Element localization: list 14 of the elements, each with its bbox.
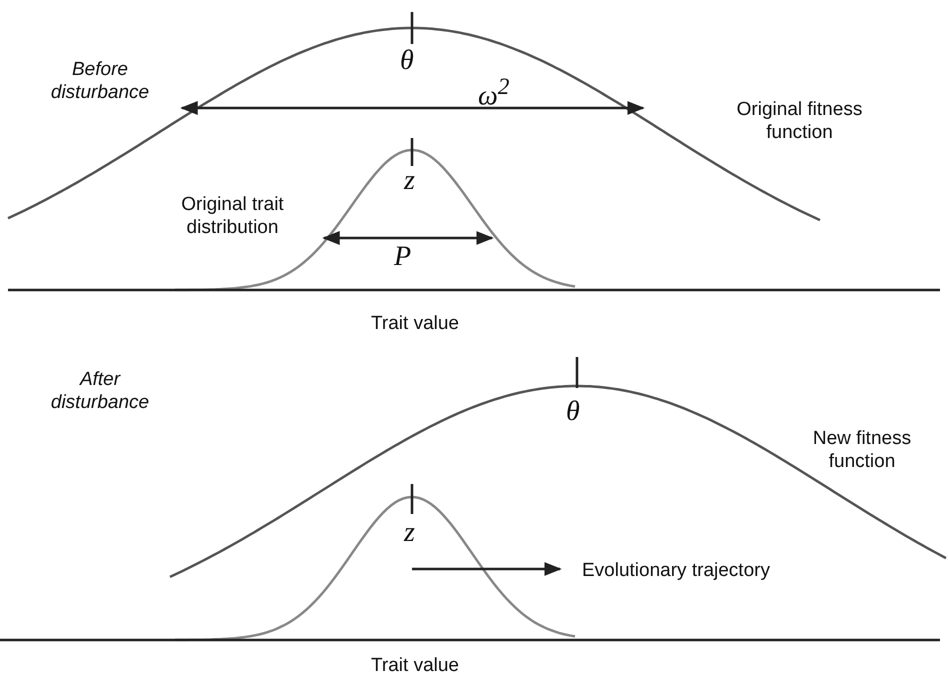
curve-label: Original trait distribution (180, 193, 285, 239)
curve-label: Original fitness function (736, 98, 864, 144)
axis-label: Trait value (370, 312, 460, 335)
math-symbol: z (404, 166, 415, 196)
math-symbol: θ (400, 46, 414, 76)
math-symbol: P (394, 242, 412, 272)
math-symbol: z (404, 518, 415, 548)
math-symbol: θ (566, 397, 580, 427)
panel-heading: Before disturbance (50, 58, 150, 104)
arrow-label: Evolutionary trajectory (582, 559, 770, 582)
panel-heading: After disturbance (50, 368, 150, 414)
curve-label: New fitness function (812, 427, 912, 473)
math-symbol: ω$^{2}$ (478, 73, 510, 112)
axis-label: Trait value (370, 654, 460, 677)
